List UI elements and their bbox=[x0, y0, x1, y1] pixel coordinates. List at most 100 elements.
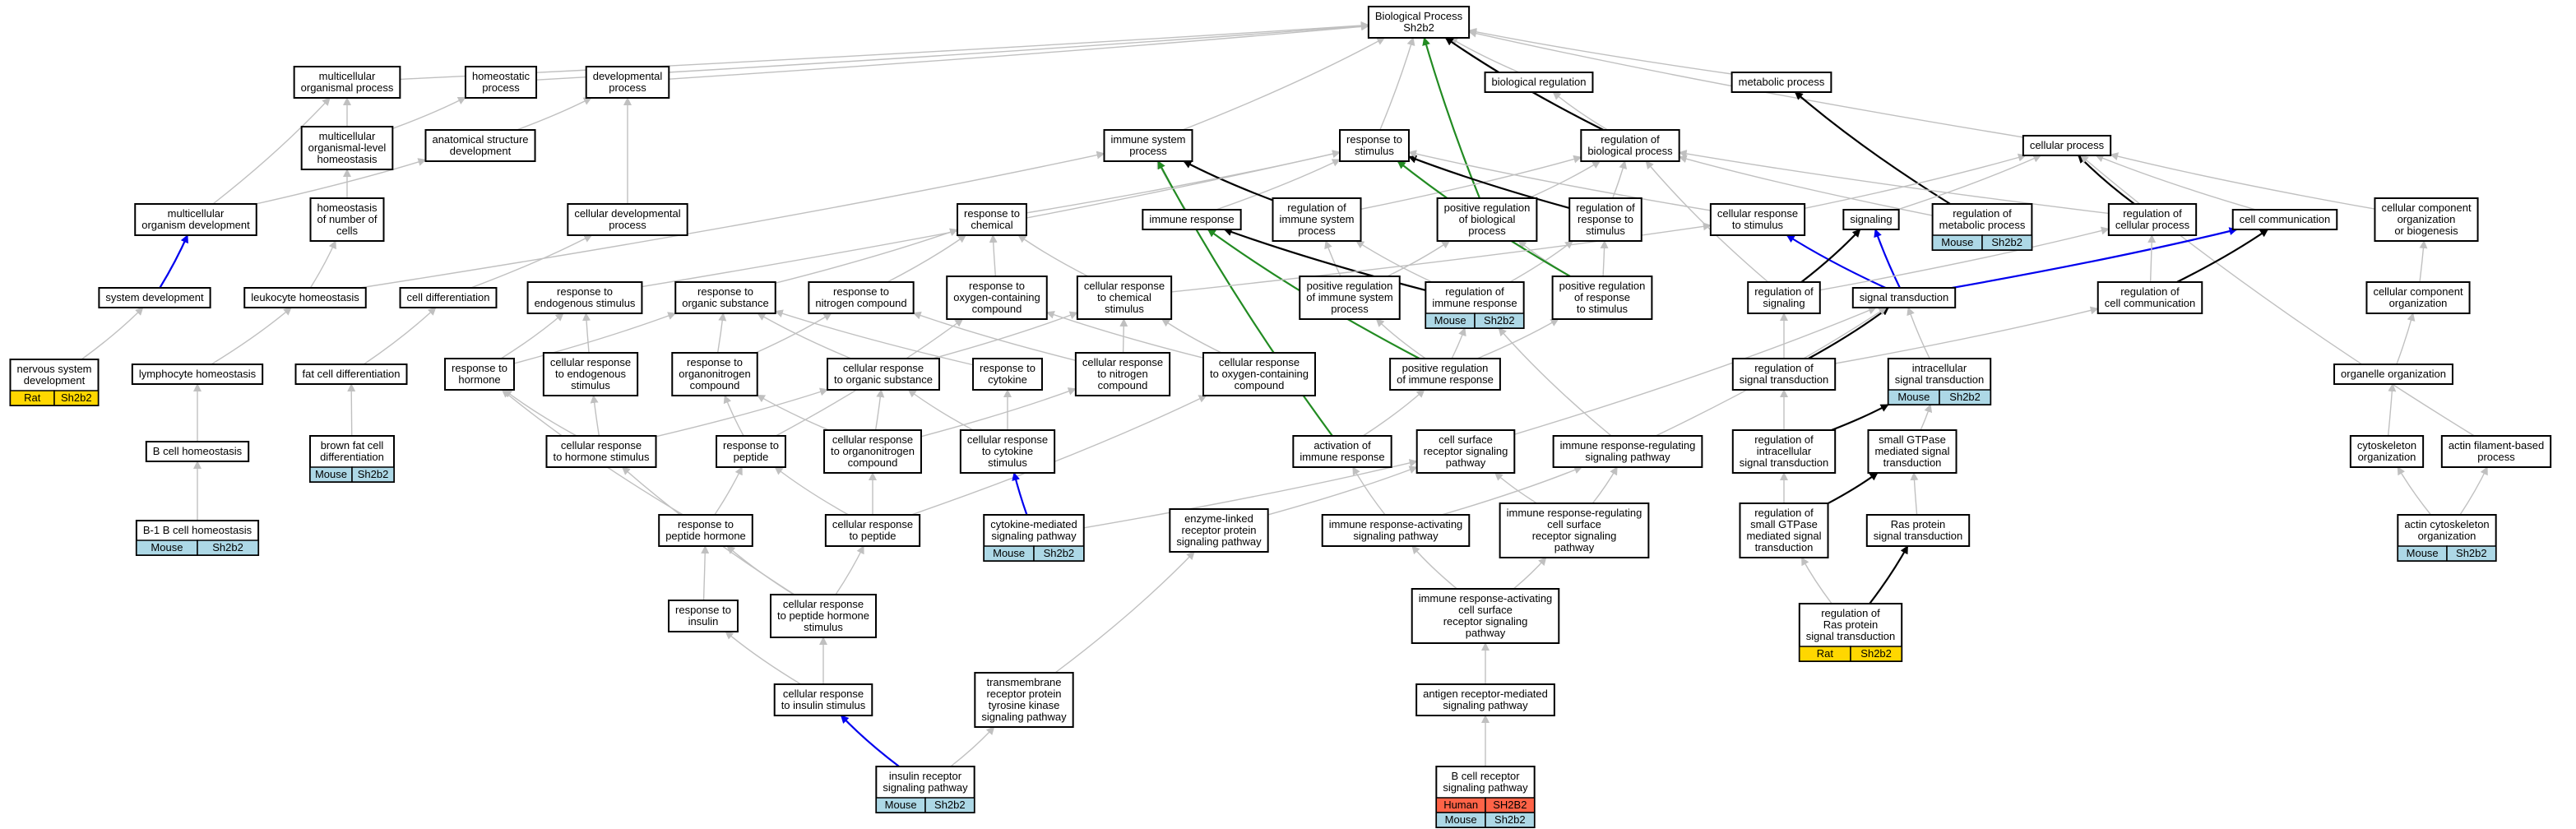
go-term-leukhom[interactable]: leukocyte homeostasis bbox=[243, 287, 367, 308]
go-term-metabolic[interactable]: metabolic process bbox=[1730, 72, 1832, 93]
node-box bbox=[293, 66, 401, 99]
go-term-organelleorg[interactable]: organelle organization bbox=[2333, 364, 2453, 385]
go-term-sigtrans[interactable]: signal transduction bbox=[1851, 287, 1957, 308]
go-term-celldiff[interactable]: cell differentiation bbox=[399, 287, 498, 308]
species-tag-mouse: Mouse bbox=[983, 545, 1035, 562]
node-label-line: immune system bbox=[1110, 133, 1185, 146]
node-label-line: signaling bbox=[1850, 213, 1892, 225]
go-term-immresp[interactable]: immune response bbox=[1142, 209, 1242, 230]
go-term-cellproc[interactable]: cellular process bbox=[2022, 135, 2112, 156]
node-box bbox=[1580, 129, 1680, 162]
node-label-line: fat cell differentiation bbox=[303, 368, 401, 380]
node-label-line: regulation of bbox=[1754, 433, 1814, 446]
go-term-bioreg[interactable]: biological regulation bbox=[1484, 72, 1594, 93]
go-term-cellcomm[interactable]: cell communication bbox=[2231, 209, 2338, 230]
node-label-line: cellular response bbox=[832, 518, 913, 530]
edge-resptooxy-to-resptochem bbox=[989, 234, 998, 277]
node-box bbox=[1436, 197, 1538, 242]
go-term-lymphhom[interactable]: lymphocyte homeostasis bbox=[131, 364, 264, 385]
go-term-signaling[interactable]: signaling bbox=[1842, 209, 1900, 230]
go-term-bcellhom[interactable]: B cell homeostasis bbox=[145, 441, 250, 462]
edge-cellrespnitro-to-resptonitro bbox=[912, 311, 1077, 361]
go-term-sysdev[interactable]: system development bbox=[98, 287, 211, 308]
node-label-line: regulation of bbox=[2123, 207, 2182, 220]
node-label-line: metabolic process bbox=[1739, 76, 1825, 88]
go-term-fatdiff[interactable]: fat cell differentiation bbox=[294, 364, 408, 385]
